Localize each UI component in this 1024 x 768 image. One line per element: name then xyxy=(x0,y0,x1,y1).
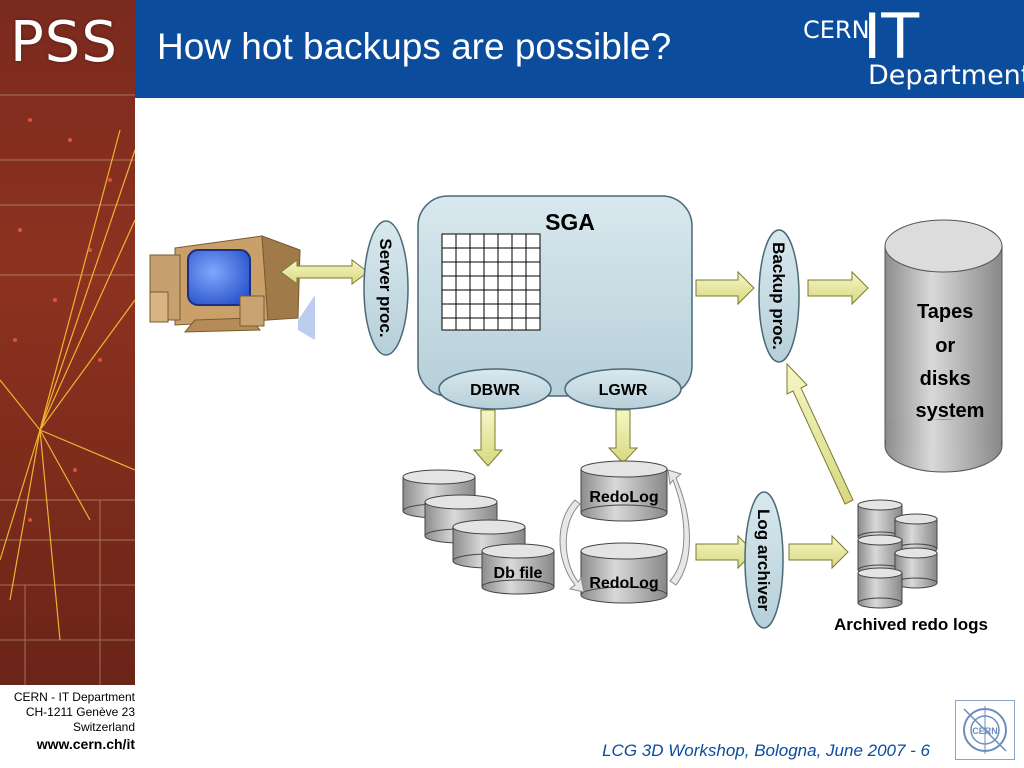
redolog-cylinder-1: RedoLog xyxy=(580,460,668,522)
backup-tapes-arrow xyxy=(807,270,869,306)
archived-redo-logs-label: Archived redo logs xyxy=(834,615,988,634)
dbwr-node: DBWR xyxy=(438,368,552,410)
server-proc-label: Server proc. xyxy=(376,238,395,337)
lgwr-label: LGWR xyxy=(599,382,648,399)
server-proc-node: Server proc. xyxy=(363,220,409,356)
archived-redo-cylinders xyxy=(857,499,938,609)
sga-label: SGA xyxy=(545,209,595,235)
archiver-archived-arrow xyxy=(788,534,849,570)
brand-cern-text: CERN xyxy=(803,16,870,44)
db-file-cylinders: Db file xyxy=(402,469,555,595)
tapes-disks-cylinder: Tapes or disks system xyxy=(884,219,1003,473)
redolog-label-1: RedoLog xyxy=(589,489,658,506)
pss-logo: PSS xyxy=(10,10,118,75)
svg-text:Tapes or disks: Tapes or disks system xyxy=(916,301,985,422)
address-line-3: Switzerland xyxy=(72,720,135,734)
sga-buffer-grid xyxy=(441,233,541,331)
redolog-cycle-arrows xyxy=(559,469,690,593)
computer-icon xyxy=(149,235,315,340)
collision-background-image xyxy=(0,0,135,685)
brand-it-text: IT xyxy=(863,0,920,73)
header-bar: How hot backups are possible? CERN IT De… xyxy=(135,0,1024,98)
page-title: How hot backups are possible? xyxy=(157,26,672,67)
cern-seal-icon: CERN xyxy=(963,706,1007,754)
sidebar-decoration: PSS xyxy=(0,0,135,685)
footer-event-text: LCG 3D Workshop, Bologna, June 2007 - 6 xyxy=(602,741,930,760)
cern-it-department-logo: CERN IT Department xyxy=(803,0,1024,94)
db-file-label: Db file xyxy=(494,565,543,582)
tapes-label-line-2: or xyxy=(935,335,955,357)
log-archiver-label: Log archiver xyxy=(754,509,773,611)
tapes-label-line-3: disks xyxy=(920,368,971,390)
client-server-arrow xyxy=(280,259,369,285)
backup-proc-label: Backup proc. xyxy=(769,242,788,350)
dbwr-down-arrow xyxy=(472,409,504,467)
log-archiver-node: Log archiver xyxy=(744,491,784,629)
footer-address: CERN - IT Department CH-1211 Genève 23 S… xyxy=(0,690,135,752)
footer-url-link[interactable]: www.cern.ch/it xyxy=(36,736,135,752)
address-line-2: CH-1211 Genève 23 xyxy=(25,705,135,719)
dbwr-label: DBWR xyxy=(470,382,520,399)
tapes-label-line-4: system xyxy=(916,400,985,422)
backup-proc-node: Backup proc. xyxy=(758,229,800,363)
db-file-cylinder-front: Db file xyxy=(481,543,555,595)
cern-seal-logo: CERN xyxy=(955,700,1015,760)
archived-backup-arrow xyxy=(786,362,854,505)
brand-department-text: Department xyxy=(868,60,1024,91)
lgwr-node: LGWR xyxy=(564,368,682,410)
lgwr-down-arrow xyxy=(607,409,639,464)
cern-seal-text: CERN xyxy=(972,726,998,736)
sga-backup-arrow xyxy=(695,270,755,306)
address-line-1: CERN - IT Department xyxy=(13,690,135,704)
redolog-cylinder-2: RedoLog xyxy=(580,542,668,604)
sga-box: SGA xyxy=(417,195,693,397)
tapes-label-line-1: Tapes xyxy=(917,301,973,323)
redolog-label-2: RedoLog xyxy=(589,575,658,592)
